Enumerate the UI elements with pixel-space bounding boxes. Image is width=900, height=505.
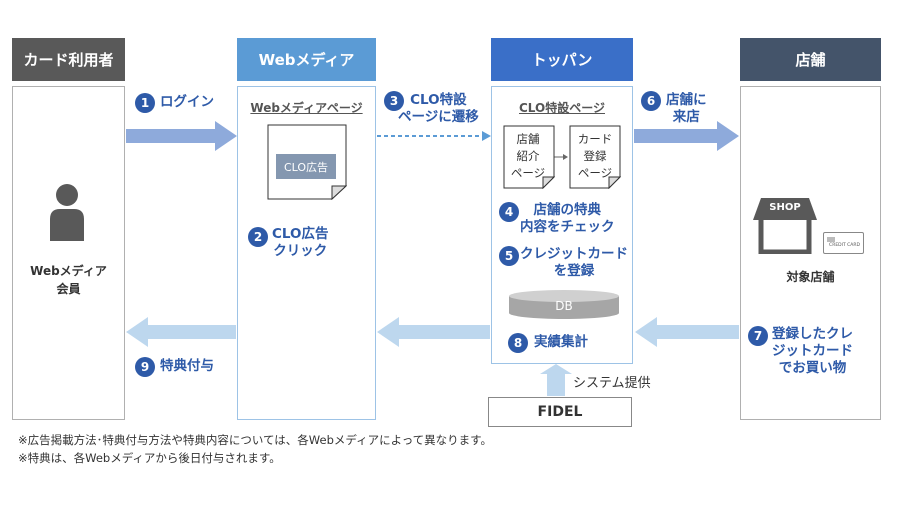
arrow-reward [126, 317, 236, 347]
card-register-page-label: カード 登録 ページ [569, 131, 621, 182]
step-6-line2: 来店 [672, 109, 700, 125]
fidel-box: FIDEL [488, 397, 632, 427]
step-7-line2: ジットカード [772, 343, 853, 359]
step-7-number: 7 [748, 326, 768, 346]
arrow-visit-store [634, 121, 739, 151]
step-3-line1: CLO特設 [410, 92, 467, 108]
step-2-label: CLO広告 クリック [272, 226, 329, 260]
fidel-label: FIDEL [537, 404, 583, 420]
person-icon [50, 184, 84, 241]
step-8-line1: 実績集計 [534, 334, 588, 350]
system-provision-label: システム提供 [573, 376, 651, 391]
credit-card-label: CREDIT CARD [829, 243, 860, 248]
card-register-line1: カード [577, 132, 613, 146]
clo-ad-label: CLO広告 [283, 160, 329, 174]
clo-ad-box: CLO広告 [276, 154, 336, 179]
footnote-1: ※広告掲載方法･特典付与方法や特典内容については、各Webメディアによって異なり… [18, 433, 493, 447]
step-9-number: 9 [135, 357, 155, 377]
step-3-label: CLO特設 ページに遷移 [398, 92, 479, 126]
step-3-line2: ページに遷移 [398, 109, 479, 125]
step-5-label: クレジットカード を登録 [520, 246, 628, 280]
step-6-label: 店舗に 来店 [666, 92, 707, 126]
header-web-media-label: Webメディア [258, 51, 355, 69]
step-6-line1: 店舗に [666, 92, 707, 108]
card-register-page-document [569, 125, 621, 189]
arrow-dashed-head [482, 131, 491, 141]
header-web-media: Webメディア [237, 38, 376, 81]
member-label-line1: Webメディア [30, 264, 107, 278]
header-card-user-label: カード利用者 [23, 51, 114, 69]
shop-icon [753, 198, 817, 254]
store-intro-line2: 紹介 [516, 149, 540, 163]
step-8-label: 実績集計 [534, 334, 588, 351]
credit-card-stripe [827, 237, 835, 242]
step-9-label: 特典付与 [160, 358, 214, 375]
target-store-label: 対象店舗 [786, 270, 835, 284]
store-intro-line3: ページ [510, 166, 546, 180]
toppan-page-title: CLO特設ページ [519, 101, 605, 115]
arrow-fidel-up [540, 364, 572, 396]
step-4-line1: 店舗の特典 [533, 202, 602, 218]
database-icon [509, 290, 619, 319]
step-2-line1: CLO広告 [272, 226, 329, 242]
step-2-line2: クリック [273, 243, 328, 259]
store-intro-line1: 店舗 [516, 132, 540, 146]
footnote-2: ※特典は、各Webメディアから後日付与されます。 [18, 451, 281, 465]
arrow-purchase [635, 317, 739, 347]
header-toppan-label: トッパン [531, 51, 593, 69]
arrow-page-to-page-head [563, 154, 568, 160]
arrow-results [377, 317, 490, 347]
header-card-user: カード利用者 [12, 38, 125, 81]
step-2-number: 2 [248, 227, 268, 247]
step-4-number: 4 [499, 202, 519, 222]
step-5-line1: クレジットカード [520, 246, 628, 262]
step-5-number: 5 [499, 246, 519, 266]
header-store-label: 店舗 [795, 51, 826, 69]
arrow-login [126, 121, 237, 151]
database-label: DB [555, 299, 573, 313]
step-1-line1: ログイン [160, 94, 214, 110]
step-7-label: 登録したクレ ジットカード でお買い物 [772, 326, 853, 377]
step-3-number: 3 [384, 91, 404, 111]
step-1-number: 1 [135, 93, 155, 113]
step-8-number: 8 [508, 333, 528, 353]
step-4-label: 店舗の特典 内容をチェック [520, 202, 615, 236]
shop-sign: SHOP [769, 202, 801, 213]
step-6-number: 6 [641, 91, 661, 111]
card-register-line3: ページ [577, 166, 613, 180]
store-intro-page-label: 店舗 紹介 ページ [503, 131, 553, 182]
step-5-line2: を登録 [553, 263, 595, 279]
card-register-line2: 登録 [583, 149, 607, 163]
web-media-page-title: Webメディアページ [250, 101, 363, 115]
step-7-line3: でお買い物 [778, 360, 847, 376]
step-7-line1: 登録したクレ [772, 326, 853, 342]
member-label: Webメディア 会員 [12, 262, 125, 298]
header-store: 店舗 [740, 38, 881, 81]
step-1-label: ログイン [160, 94, 214, 111]
header-toppan: トッパン [491, 38, 633, 81]
member-label-line2: 会員 [56, 282, 81, 296]
step-4-line2: 内容をチェック [520, 219, 615, 235]
credit-card-icon: CREDIT CARD [823, 232, 864, 254]
store-intro-page-document [503, 125, 555, 189]
column-card-user [12, 86, 125, 420]
step-9-line1: 特典付与 [160, 358, 214, 374]
